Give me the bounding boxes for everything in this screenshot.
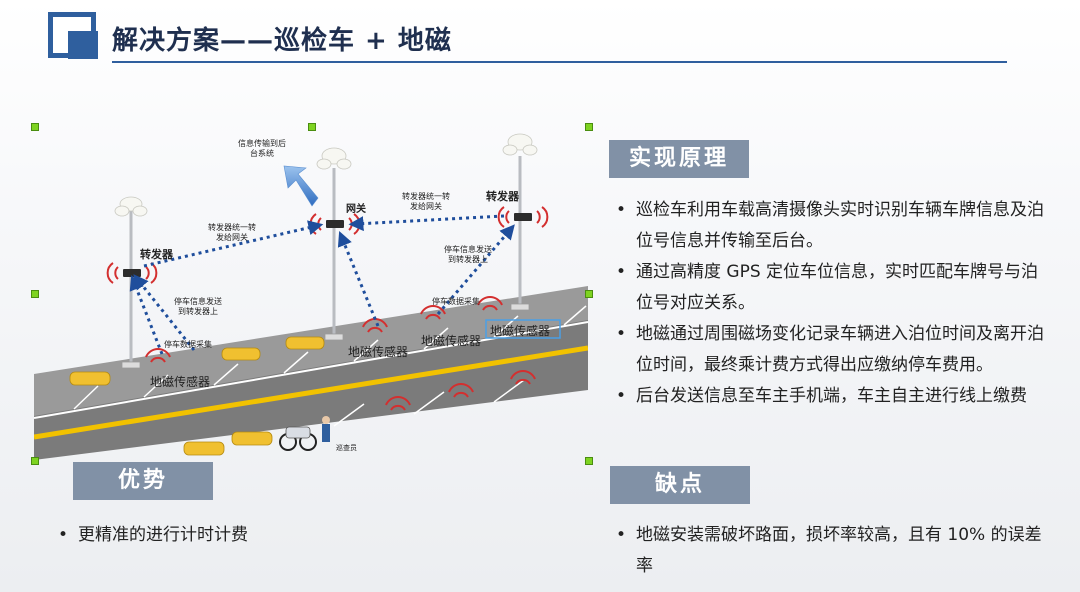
logo	[48, 12, 104, 64]
title-divider	[112, 61, 1007, 63]
label-inspector: 巡查员	[336, 443, 357, 452]
list-item: 巡检车利用车载高清摄像头实时识别车辆车牌信息及泊位号信息并传输至后台。	[614, 195, 1054, 257]
selection-handle[interactable]	[31, 123, 39, 131]
inspector-illustration	[279, 416, 330, 451]
label-data-collect-left: 停车数据采集	[164, 339, 212, 349]
disadvantage-badge: 缺点	[610, 466, 750, 504]
parking-strip	[34, 286, 588, 416]
label-repeater-right: 转发器	[486, 189, 520, 203]
selection-handle[interactable]	[585, 290, 593, 298]
label-forward-right: 转发器统一转发给网关	[402, 191, 450, 211]
label-data-collect-right: 停车数据采集	[432, 296, 480, 306]
page-title: 解决方案——巡检车 + 地磁	[112, 26, 452, 56]
advantage-list: 更精准的进行计时计费	[56, 520, 456, 551]
label-sensor-4: 地磁传感器	[490, 323, 550, 338]
label-gateway: 网关	[346, 202, 366, 215]
selection-handle[interactable]	[31, 457, 39, 465]
list-item: 地磁通过周围磁场变化记录车辆进入泊位时间及离开泊位时间，最终乘计费方式得出应缴纳…	[614, 319, 1054, 381]
selection-handle[interactable]	[585, 457, 593, 465]
diagram-illustration: 网关 转发器 转发器 地磁传感器 地磁传感器 地磁传感器 地磁传感器 停车数据采…	[33, 133, 589, 460]
label-parking-left: 停车信息发送到转发器上	[174, 296, 222, 316]
label-sensor-2: 地磁传感器	[348, 344, 408, 359]
selection-handle[interactable]	[308, 123, 316, 131]
label-info-to-backend-text: 信息传输到后台系统	[238, 138, 286, 158]
list-item: 地磁安装需破坏路面，损坏率较高，且有 10% 的误差率	[614, 520, 1054, 582]
list-item: 后台发送信息至车主手机端，车主自主进行线上缴费	[614, 381, 1054, 412]
selection-handle[interactable]	[31, 290, 39, 298]
list-item: 通过高精度 GPS 定位车位信息，实时匹配车牌号与泊位号对应关系。	[614, 257, 1054, 319]
parking-system-diagram: 网关 转发器 转发器 地磁传感器 地磁传感器 地磁传感器 地磁传感器 停车数据采…	[31, 123, 593, 465]
disadvantage-list: 地磁安装需破坏路面，损坏率较高，且有 10% 的误差率	[614, 520, 1054, 582]
selection-handle[interactable]	[585, 123, 593, 131]
advantage-badge: 优势	[73, 462, 213, 500]
label-sensor-1: 地磁传感器	[150, 374, 210, 389]
label-repeater-left: 转发器	[140, 247, 174, 261]
upload-arrow	[283, 165, 319, 207]
label-sensor-3: 地磁传感器	[421, 333, 481, 348]
label-parking-right: 停车信息发送到转发器上	[444, 244, 492, 264]
principle-list: 巡检车利用车载高清摄像头实时识别车辆车牌信息及泊位号信息并传输至后台。 通过高精…	[614, 195, 1054, 412]
label-forward-left: 转发器统一转发给网关	[208, 222, 256, 242]
principle-badge: 实现原理	[609, 140, 749, 178]
list-item: 更精准的进行计时计费	[56, 520, 456, 551]
